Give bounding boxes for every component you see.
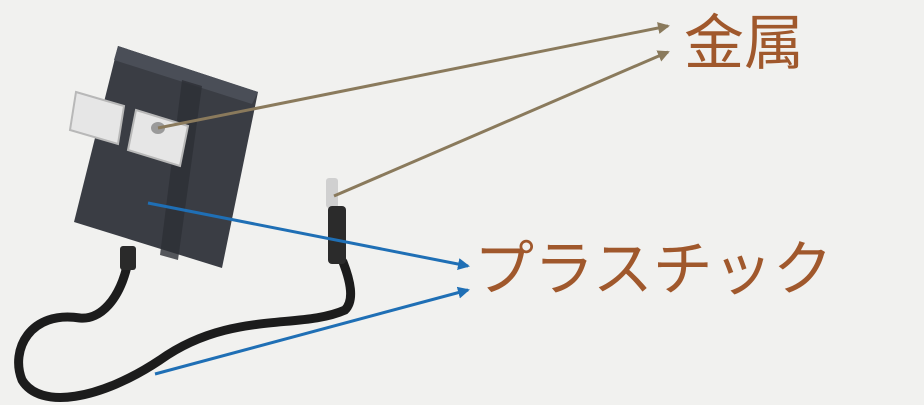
cable — [14, 246, 356, 402]
label-plastic: プラスチック — [474, 235, 833, 305]
plastic-arrow-2 — [154, 286, 470, 376]
cable-strain-relief — [120, 246, 136, 270]
metal-arrow-2 — [333, 50, 670, 198]
output-plug — [326, 178, 346, 264]
label-metal: 金属 — [684, 9, 804, 79]
metal-arrow-1 — [157, 22, 670, 130]
plastic-arrow-1 — [147, 201, 470, 270]
